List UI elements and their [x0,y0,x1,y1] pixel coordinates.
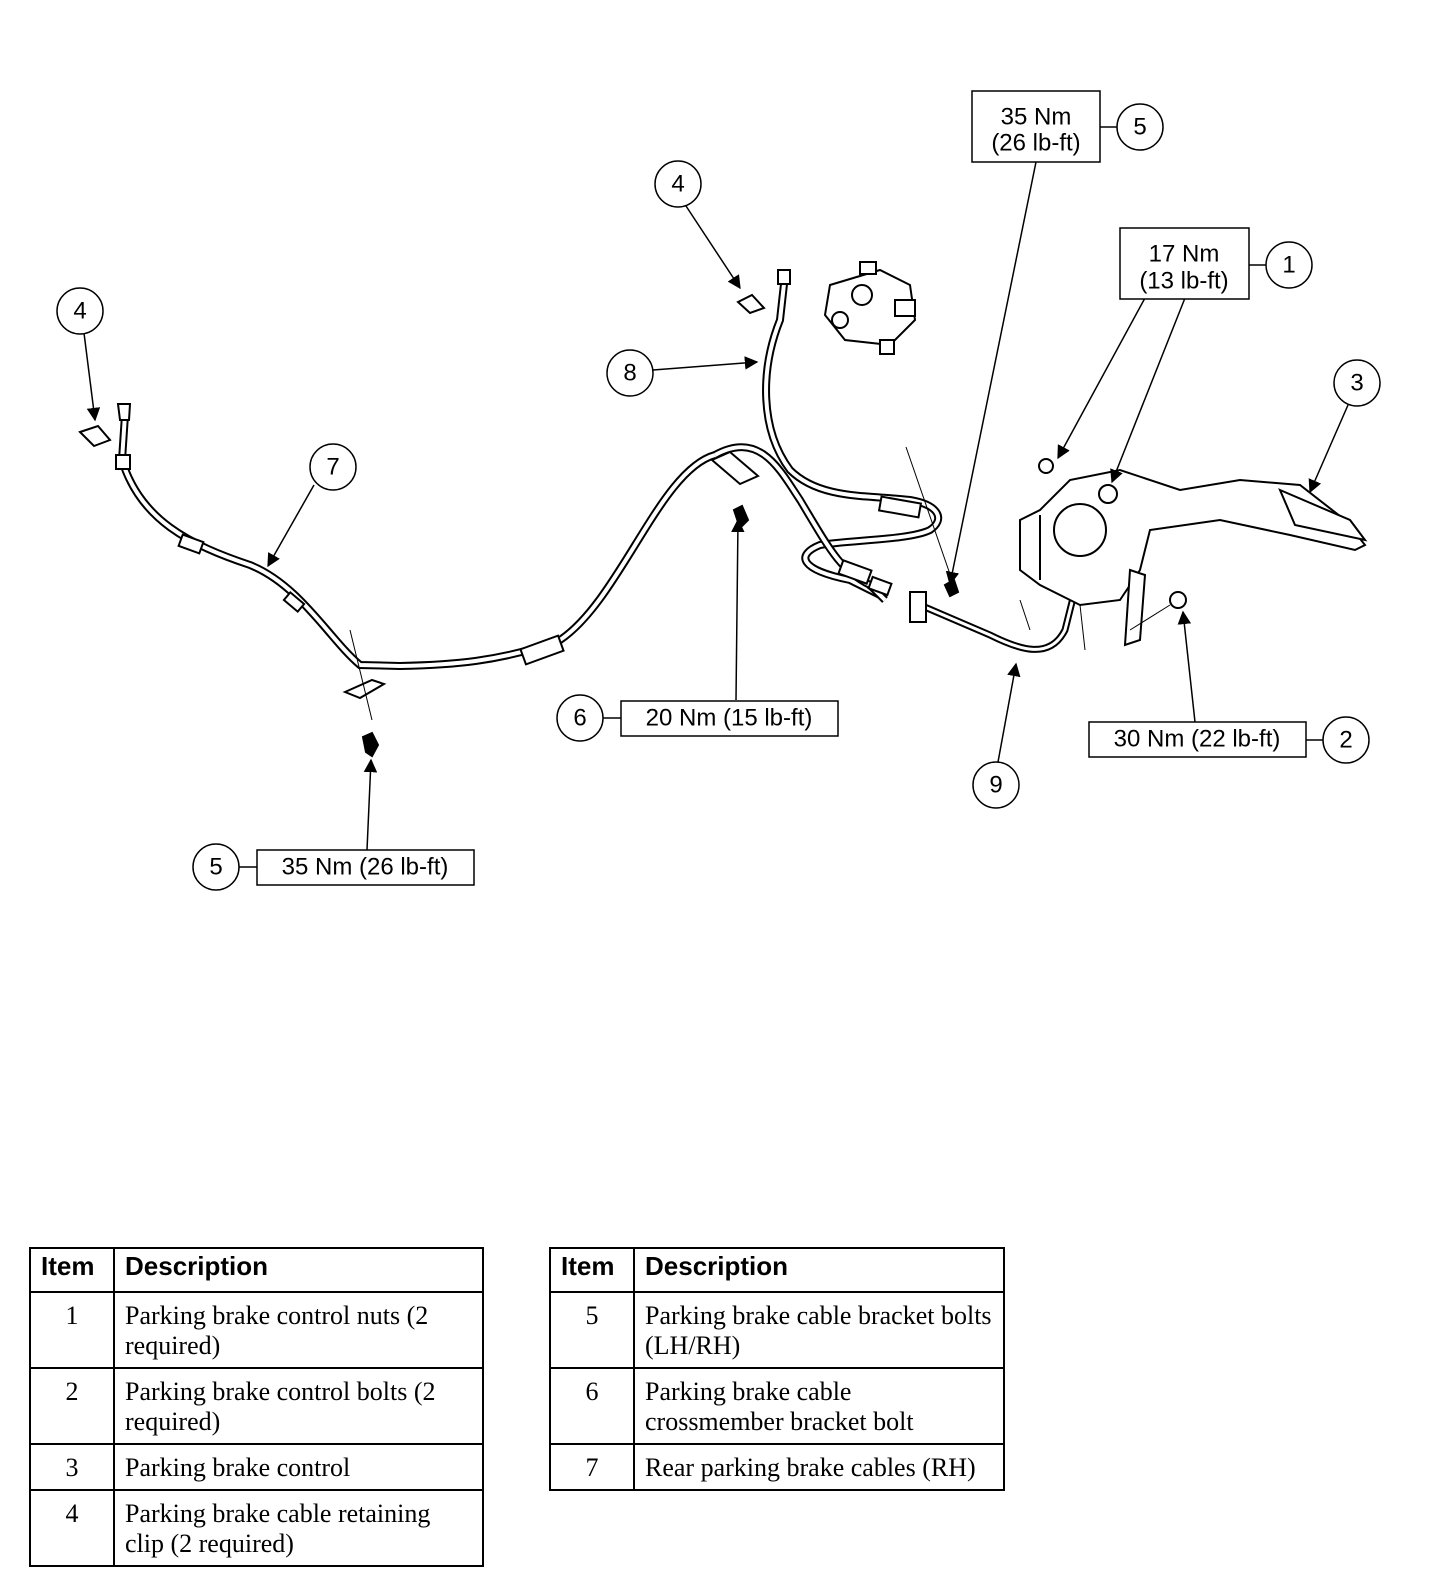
torque-box-5-top: 35 Nm (26 lb-ft) [971,90,1101,163]
callout-5-top-label: 5 [1133,114,1146,141]
callout-1-label: 1 [1282,252,1295,279]
table-row: 6 Parking brake cable crossmember bracke… [549,1367,1005,1445]
torque-5-bottom-label: 35 Nm (26 lb-ft) [282,854,449,881]
callout-1: 1 [1249,241,1313,289]
torque-box-2: 30 Nm (22 lb-ft) [1088,721,1307,758]
torque-6-label: 20 Nm (15 lb-ft) [646,705,813,732]
cable-connectors [837,495,960,598]
item-description: Parking brake cable retaining clip (2 re… [113,1489,484,1567]
rear-parking-brake-cable-rh [762,269,943,599]
callout-5-bottom-label: 5 [209,854,222,881]
table-row: 7 Rear parking brake cables (RH) [549,1443,1005,1491]
callout-5-bottom: 5 [192,843,257,891]
callout-7: 7 [309,443,357,491]
callout-9: 9 [972,761,1020,809]
item-number: 4 [29,1489,115,1567]
retaining-clip-lh [78,424,112,448]
torque-2-label: 30 Nm (22 lb-ft) [1114,726,1281,753]
parking-brake-control [905,446,1368,651]
leader-lines [83,161,1349,851]
item-description: Parking brake cable bracket bolts (LH/RH… [633,1291,1005,1369]
callout-4-left: 4 [56,287,104,335]
callout-2-label: 2 [1339,727,1352,754]
callout-4-top-label: 4 [671,171,684,198]
legend-table-left: Item Description 1 Parking brake control… [29,1247,484,1567]
callout-2: 2 [1306,716,1370,764]
table-row: 5 Parking brake cable bracket bolts (LH/… [549,1291,1005,1369]
column-header-description: Description [113,1247,484,1293]
torque-box-5-bottom: 35 Nm (26 lb-ft) [256,849,475,886]
legend-table-left-header: Item Description [29,1247,484,1293]
item-number: 3 [29,1443,115,1491]
callout-7-label: 7 [326,454,339,481]
column-header-item: Item [29,1247,115,1293]
item-number: 1 [29,1291,115,1369]
callout-6-label: 6 [573,705,586,732]
torque-5-top-line2: (26 lb-ft) [991,130,1080,157]
rear-parking-brake-cable-lh [115,403,717,671]
item-number: 7 [549,1443,635,1491]
table-row: 1 Parking brake control nuts (2 required… [29,1291,484,1369]
torque-box-1: 17 Nm (13 lb-ft) [1119,227,1250,300]
item-number: 5 [549,1291,635,1369]
crossmember-bracket [710,450,760,530]
cable-bracket-lh [342,629,387,758]
torque-5-top-line1: 35 Nm [1001,104,1072,131]
front-parking-brake-cable [909,589,1079,653]
callout-4-top: 4 [654,160,702,208]
item-description: Parking brake control [113,1443,484,1491]
item-number: 2 [29,1367,115,1445]
retaining-clip-rh [736,293,766,315]
torque-1-line1: 17 Nm [1149,241,1220,268]
table-row: 4 Parking brake cable retaining clip (2 … [29,1489,484,1567]
callout-5-top: 5 [1100,103,1164,151]
item-description: Parking brake control nuts (2 required) [113,1291,484,1369]
callout-9-label: 9 [989,772,1002,799]
table-row: 3 Parking brake control [29,1443,484,1491]
callout-6: 6 [556,694,621,742]
parking-brake-exploded-diagram: 4 7 4 8 6 5 5 1 3 2 9 [56,90,1381,891]
column-header-item: Item [549,1247,635,1293]
torque-box-6: 20 Nm (15 lb-ft) [620,700,839,737]
item-description: Parking brake control bolts (2 required) [113,1367,484,1445]
item-description: Rear parking brake cables (RH) [633,1443,1005,1491]
legend-table-right: Item Description 5 Parking brake cable b… [549,1247,1005,1491]
callout-4-left-label: 4 [73,298,86,325]
legend-table-right-header: Item Description [549,1247,1005,1293]
table-row: 2 Parking brake control bolts (2 require… [29,1367,484,1445]
callout-3-label: 3 [1350,370,1363,397]
item-number: 6 [549,1367,635,1445]
item-description: Parking brake cable crossmember bracket … [633,1367,1005,1445]
callout-3: 3 [1333,359,1381,407]
rear-brake-caliper [823,261,917,355]
callout-8-label: 8 [623,360,636,387]
column-header-description: Description [633,1247,1005,1293]
torque-1-line2: (13 lb-ft) [1139,268,1228,295]
callout-8: 8 [606,349,654,397]
